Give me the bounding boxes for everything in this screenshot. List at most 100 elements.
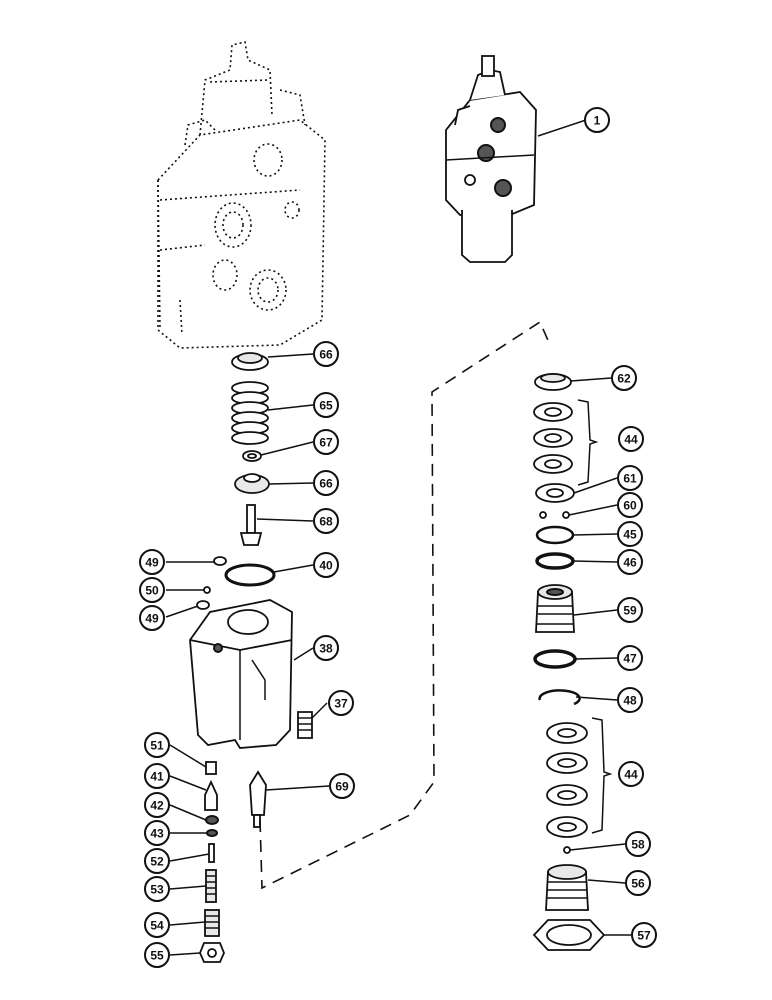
callout-circle (144, 820, 170, 846)
assembled-valve (445, 55, 537, 263)
callout-label: 38 (319, 642, 333, 656)
callout-label: 57 (637, 929, 651, 943)
callout-label: 42 (150, 799, 164, 813)
callout-circle (313, 552, 339, 578)
part-58-ball (563, 846, 571, 854)
part-44-lower-washers (546, 717, 613, 838)
callout-48: 48 (617, 687, 643, 713)
callout-52: 52 (144, 848, 170, 874)
callout-circle (617, 645, 643, 671)
callout-50: 50 (139, 577, 165, 603)
part-59-spool (535, 584, 575, 633)
part-52-pin (208, 843, 215, 863)
part-45-ring (535, 525, 575, 545)
callout-label: 66 (319, 348, 333, 362)
callout-circle (139, 549, 165, 575)
callout-circle (618, 761, 644, 787)
callout-circle (617, 492, 643, 518)
callout-69: 69 (329, 773, 355, 799)
callout-label: 67 (319, 436, 333, 450)
callout-54: 54 (144, 912, 170, 938)
callout-circle (139, 577, 165, 603)
callout-label: 41 (150, 770, 164, 784)
part-62-retainer (534, 373, 572, 391)
callout-label: 44 (624, 433, 638, 447)
callout-circle (617, 521, 643, 547)
callout-42: 42 (144, 792, 170, 818)
callout-1: 1 (584, 107, 610, 133)
callout-38: 38 (313, 635, 339, 661)
part-66-top-retainer (231, 352, 269, 371)
callout-label: 1 (594, 114, 601, 128)
callout-label: 50 (145, 584, 159, 598)
callout-label: 51 (150, 739, 164, 753)
callout-45: 45 (617, 521, 643, 547)
callout-circle (584, 107, 610, 133)
callout-circle (144, 876, 170, 902)
callout-circle (144, 912, 170, 938)
callout-59: 59 (617, 597, 643, 623)
callout-label: 62 (617, 372, 631, 386)
part-41-poppet (204, 779, 218, 811)
callout-circle (313, 429, 339, 455)
callout-61: 61 (617, 465, 643, 491)
callout-40: 40 (313, 552, 339, 578)
callout-label: 52 (150, 855, 164, 869)
callout-41: 41 (144, 763, 170, 789)
callout-55: 55 (144, 942, 170, 968)
callout-circle (144, 848, 170, 874)
callout-53: 53 (144, 876, 170, 902)
callout-62: 62 (611, 365, 637, 391)
callout-circle (618, 426, 644, 452)
part-56-plug (545, 864, 589, 911)
callout-label: 65 (319, 399, 333, 413)
part-38-housing (189, 599, 293, 749)
part-37-bolt (297, 711, 313, 739)
callout-56: 56 (625, 870, 651, 896)
callout-label: 60 (623, 499, 637, 513)
part-53-spring (205, 869, 217, 903)
part-49-50-small-seals (196, 556, 227, 610)
callout-circle (625, 870, 651, 896)
callout-circle (328, 690, 354, 716)
callout-circle (611, 365, 637, 391)
part-61-washer (535, 483, 575, 503)
leader-lines (165, 119, 631, 956)
callout-44: 44 (618, 761, 644, 787)
callout-label: 47 (623, 652, 637, 666)
callout-label: 58 (631, 838, 645, 852)
callout-label: 46 (623, 556, 637, 570)
callout-44: 44 (618, 426, 644, 452)
callout-46: 46 (617, 549, 643, 575)
callout-label: 43 (150, 827, 164, 841)
callout-label: 61 (623, 472, 637, 486)
callout-label: 48 (623, 694, 637, 708)
dashed-connection-path (259, 320, 551, 890)
callout-circle (631, 922, 657, 948)
callout-circle (313, 635, 339, 661)
callout-49: 49 (139, 549, 165, 575)
callout-circle (139, 605, 165, 631)
callout-58: 58 (625, 831, 651, 857)
callout-label: 55 (150, 949, 164, 963)
callout-68: 68 (313, 508, 339, 534)
callout-label: 54 (150, 919, 164, 933)
callout-circle (313, 392, 339, 418)
callout-circle (617, 687, 643, 713)
callout-label: 37 (334, 697, 348, 711)
part-67-washer (242, 450, 262, 462)
callout-66: 66 (313, 470, 339, 496)
callout-47: 47 (617, 645, 643, 671)
part-48-snap-ring (538, 689, 581, 706)
callout-67: 67 (313, 429, 339, 455)
part-47-oring (533, 649, 577, 669)
callout-circle (313, 341, 339, 367)
callout-65: 65 (313, 392, 339, 418)
callout-label: 66 (319, 477, 333, 491)
part-44-upper-washers (533, 399, 599, 486)
callout-label: 56 (631, 877, 645, 891)
callout-label: 53 (150, 883, 164, 897)
callout-60: 60 (617, 492, 643, 518)
